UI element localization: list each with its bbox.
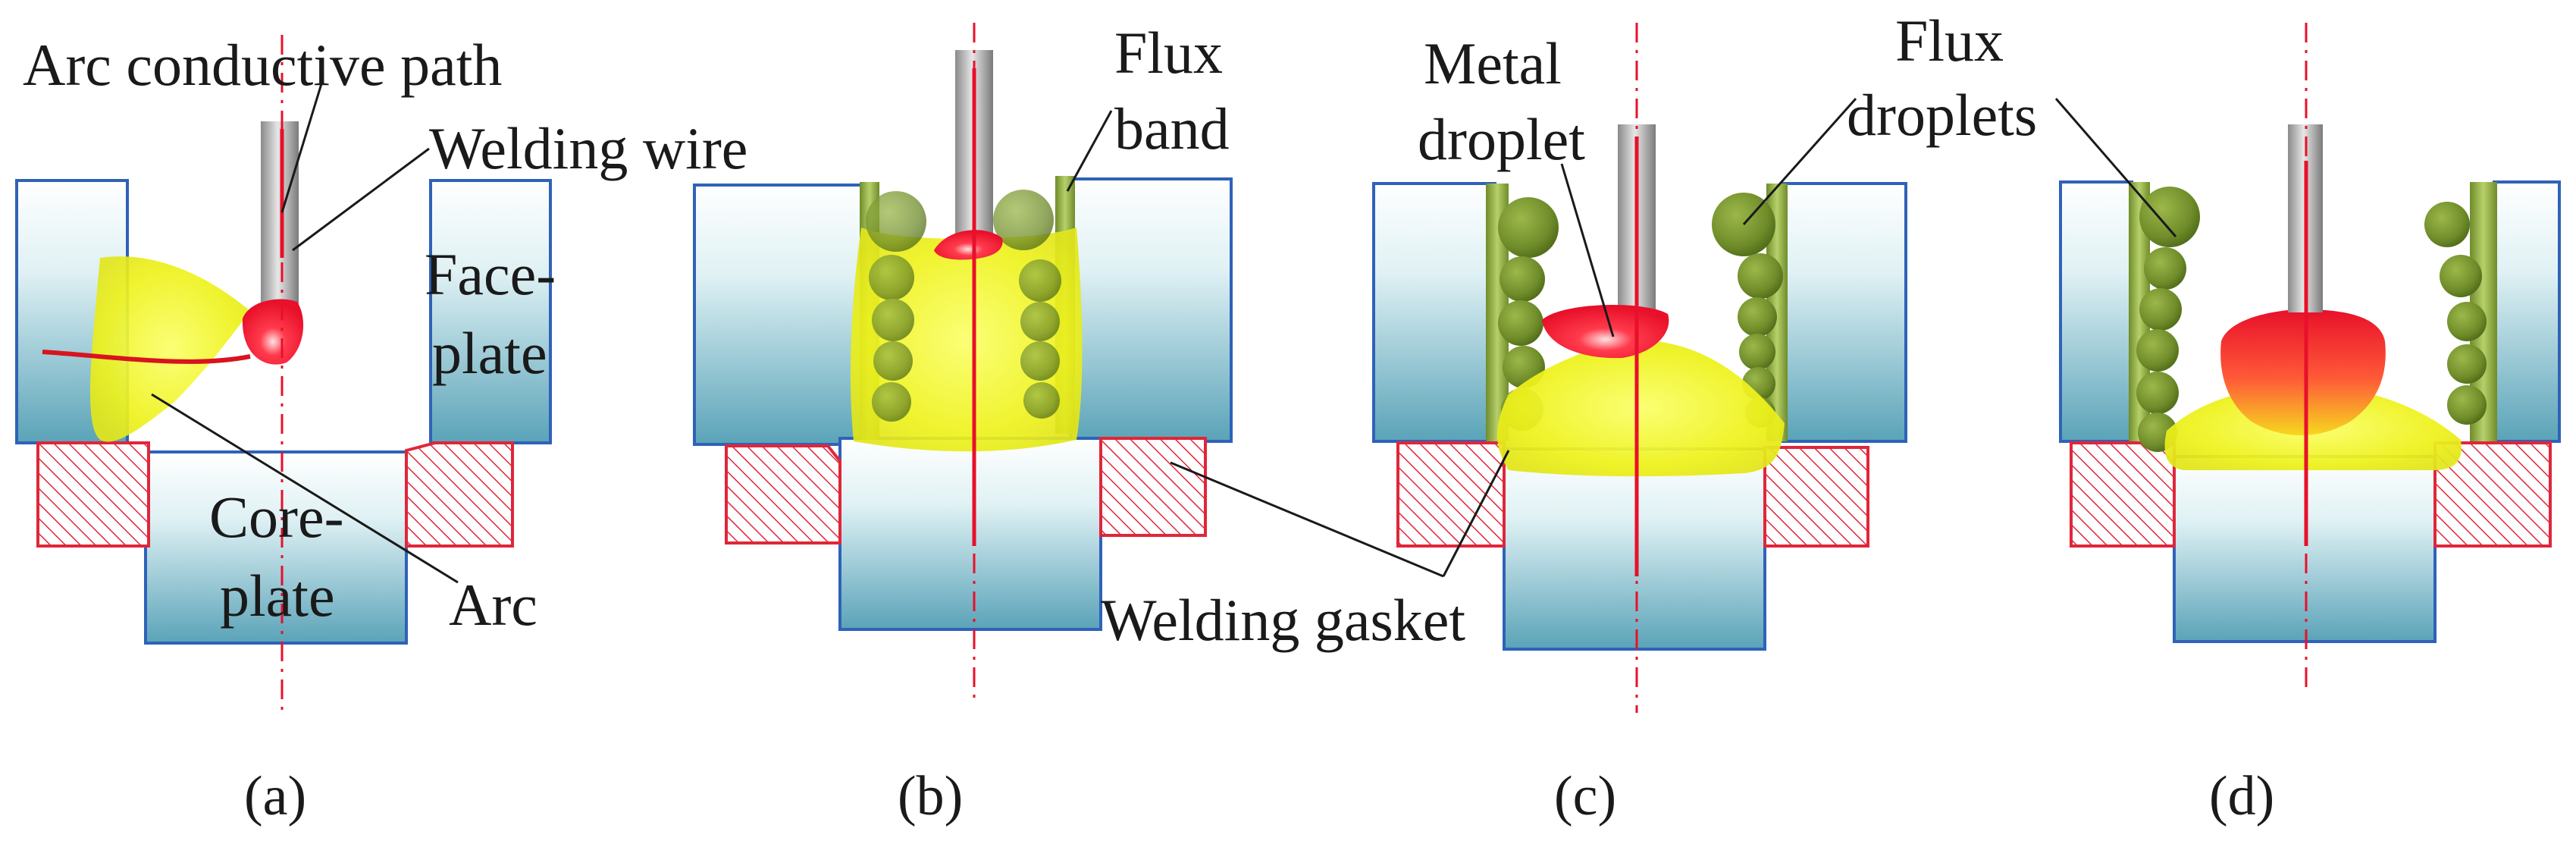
caption-d: (d) [2209,765,2274,827]
label-flux-band-2: band [1114,96,1230,162]
label-core-plate-1: Core- [209,484,344,550]
molten-pool [2220,309,2386,435]
label-welding-gasket: Welding gasket [1101,587,1465,653]
label-metal-droplet-2: droplet [1418,106,1585,172]
welding-gasket-right [1763,446,1869,548]
welding-gasket-left [725,444,841,544]
face-plate-right [2493,180,2561,443]
weld-pool-yellow [1497,340,1785,477]
welding-gasket-right [1099,437,1207,537]
leader-flux-band [1066,110,1113,192]
welding-gasket-left [2070,441,2176,548]
leader-arc [151,393,459,584]
welding-wire [261,121,299,308]
welding-gasket-right [2433,441,2552,548]
panel-c: Metal droplet Flux droplets Welding gask… [1101,8,2037,827]
face-plate-right [429,179,552,444]
leader-flux-droplets [1742,98,1857,225]
panel-d: (d) [2054,23,2561,827]
arc-path-curve [42,350,251,364]
label-flux-droplets-1: Flux [1895,8,2004,74]
leader-metal-droplet [1560,163,1615,337]
welding-gasket-left [36,441,150,548]
face-plate-left [2059,180,2133,443]
caption-c: (c) [1554,765,1616,827]
caption-a: (a) [244,765,306,827]
molten-tip [242,299,304,365]
welding-gasket-left [1396,441,1506,548]
label-core-plate-2: plate [220,563,335,629]
panel-a: Arc conductive path Welding wire Face- p… [15,32,747,827]
leader-flux-droplets [2054,98,2177,237]
flux-droplets-left [866,191,926,422]
face-plate-left [1372,182,1496,443]
face-plate-right [1782,182,1907,443]
welding-gasket-right [405,441,514,548]
label-face-plate-2: plate [432,320,547,386]
label-flux-droplets-2: droplets [1847,82,2037,148]
face-plate-left [693,184,867,446]
label-face-plate-1: Face- [425,241,556,307]
molten-tip [934,230,1003,260]
caption-b: (b) [898,765,963,827]
flux-droplets-right [2424,202,2487,425]
leader-welding-wire [292,147,430,252]
label-metal-droplet-1: Metal [1424,30,1562,96]
flux-droplets-right [993,190,1061,419]
panel-b: Flux band (b) [693,20,1233,827]
label-arc-conductive-path: Arc conductive path [23,32,502,98]
core-plate [144,450,408,645]
leader-arc-conductive-path [280,78,324,213]
core-plate [838,437,1102,631]
label-welding-wire: Welding wire [429,115,747,181]
leader-welding-gasket-2 [1442,450,1510,577]
face-plate-right [1069,177,1233,443]
arc-region [89,256,250,442]
label-arc: Arc [449,572,537,638]
label-flux-band-1: Flux [1114,20,1223,86]
core-plate [1503,447,1766,651]
leader-welding-gasket-1 [1170,461,1444,578]
